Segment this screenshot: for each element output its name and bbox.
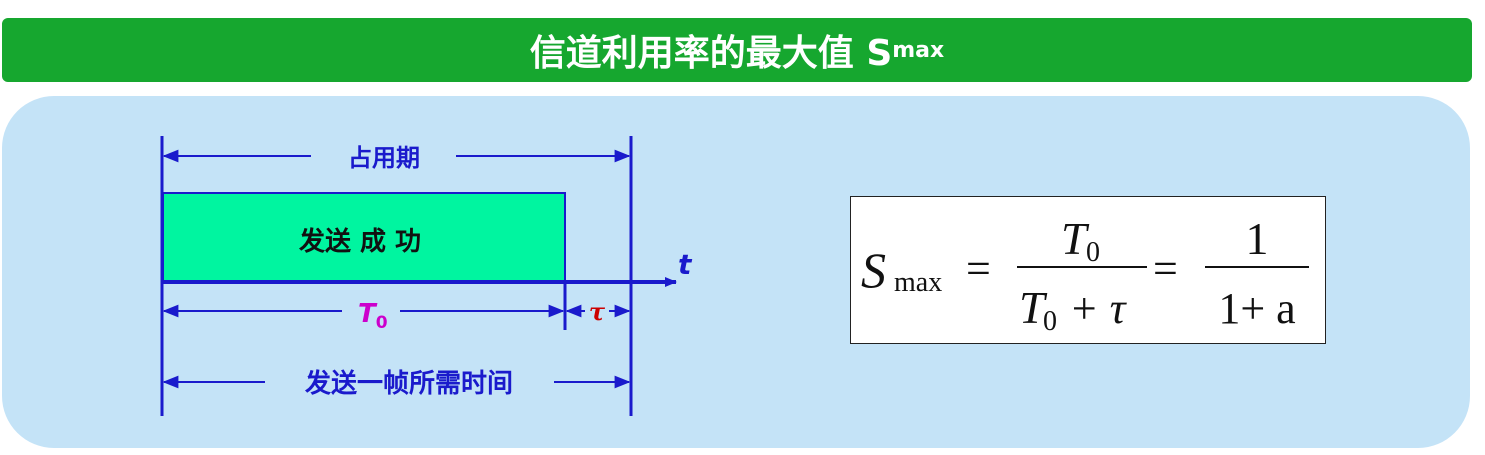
formula-denominator-1-sub: 0 bbox=[1043, 306, 1057, 337]
formula: S max = T 0 T 0 + τ = 1 1+ a bbox=[861, 213, 1309, 337]
title-text: 信道利用率的最大值 S bbox=[529, 33, 893, 74]
formula-lhs: S bbox=[861, 242, 886, 298]
formula-denominator-1: T bbox=[1019, 282, 1048, 333]
formula-box: S max = T 0 T 0 + τ = 1 1+ a bbox=[850, 196, 1326, 344]
formula-denominator-2: 1+ a bbox=[1218, 284, 1295, 333]
formula-lhs-sub: max bbox=[894, 267, 942, 298]
success-label: 发送 成 功 bbox=[298, 226, 421, 257]
occupation-label: 占用期 bbox=[348, 144, 420, 172]
frame-time-label: 发送一帧所需时间 bbox=[304, 368, 513, 399]
success-block bbox=[162, 192, 566, 283]
time-axis-label: t bbox=[678, 248, 693, 281]
t0-label: T0 bbox=[358, 299, 388, 333]
formula-denominator-1-rest: + τ bbox=[1069, 284, 1128, 333]
formula-numerator-1-sub: 0 bbox=[1086, 237, 1100, 268]
formula-equals-1: = bbox=[966, 244, 991, 293]
tau-label: τ bbox=[589, 297, 606, 326]
title-subscript: max bbox=[892, 37, 945, 63]
formula-numerator-1: T bbox=[1061, 213, 1090, 264]
formula-equals-2: = bbox=[1153, 244, 1178, 293]
formula-numerator-2: 1 bbox=[1246, 213, 1269, 264]
t0-subscript: 0 bbox=[376, 313, 388, 333]
